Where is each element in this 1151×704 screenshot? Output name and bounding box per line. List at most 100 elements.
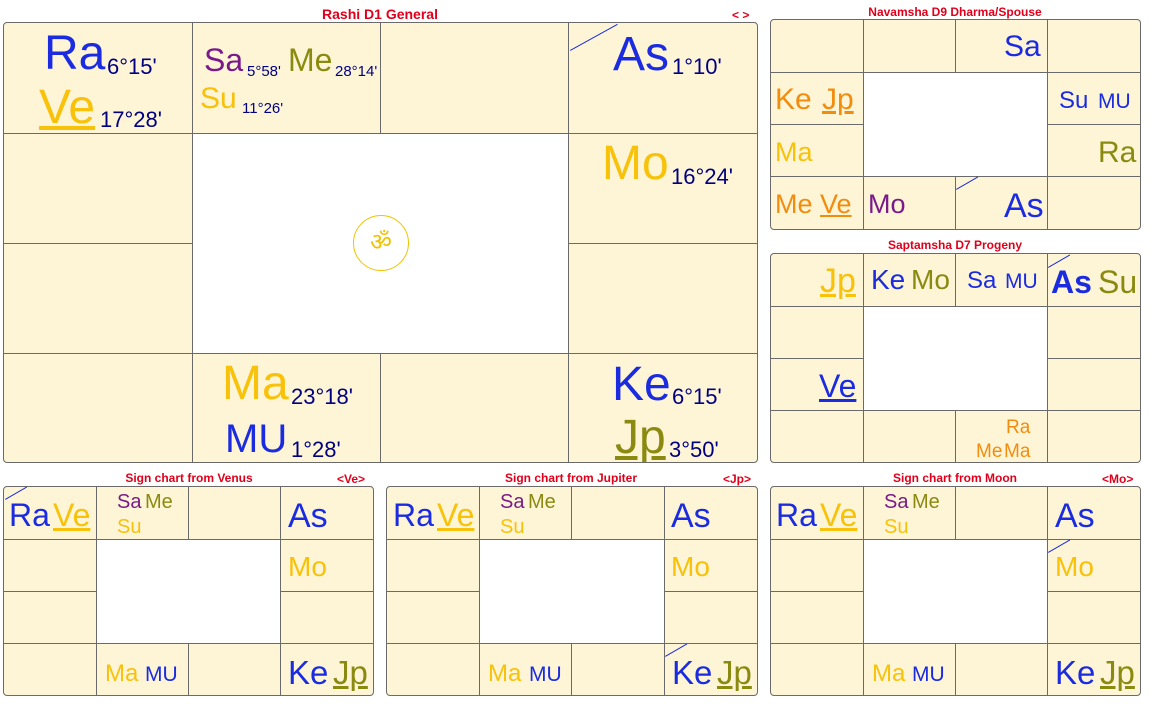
d7-ketu: Ke: [871, 264, 906, 295]
venus-chart-title: Sign chart from Venus: [125, 471, 253, 485]
d1-house-leo[interactable]: [568, 243, 757, 353]
jupiter-chart-mars: Ma: [488, 660, 522, 687]
d7-venus: Ve: [819, 368, 857, 404]
saturn-degree: 5°58': [247, 63, 281, 80]
planet-ascendant: As: [613, 28, 670, 81]
venus-chart-moon: Mo: [288, 551, 327, 582]
jupiter-chart-ketu: Ke: [672, 654, 713, 691]
moon-chart-mandi: MU: [912, 663, 945, 686]
planet-venus: Ve: [39, 81, 96, 134]
d9-rahu: Ra: [1098, 136, 1137, 169]
d1-house-pisces[interactable]: Ra 6°15' Ve 17°28': [4, 23, 192, 133]
jupiter-chart-venus: Ve: [437, 497, 475, 533]
d1-chart-nav-arrows[interactable]: < >: [732, 8, 750, 22]
d9-center-area: [864, 73, 1047, 176]
ketu-degree: 6°15': [672, 384, 722, 409]
moon-chart-saturn: Sa: [884, 491, 909, 513]
d1-rashi-chart[interactable]: ॐ Ra 6°15' Ve 17°28' Sa 5°58' Me 28°14' …: [3, 22, 758, 463]
d1-house-capricorn[interactable]: [4, 243, 192, 353]
d1-chart-title: Rashi D1 General: [322, 6, 438, 22]
d9-chart-title: Navamsha D9 Dharma/Spouse: [868, 5, 1042, 19]
d1-house-gemini[interactable]: As 1°10': [568, 23, 757, 133]
moon-center-area: [864, 540, 1047, 643]
venus-chart-ketu: Ke: [288, 654, 329, 691]
mandi-degree: 1°28': [291, 437, 341, 462]
d9-venus: Ve: [820, 189, 852, 219]
jupiter-chart-rahu: Ra: [393, 497, 434, 533]
rahu-degree: 6°15': [107, 54, 157, 79]
jupiter-chart-mercury: Me: [528, 491, 556, 513]
jupiter-chart-moon: Mo: [671, 551, 710, 582]
d7-saptamsha-chart[interactable]: Jp Ke Mo Sa MU As Su Ve Ra Me Ma: [770, 253, 1141, 463]
d9-navamsha-chart[interactable]: Sa Ke Jp Su MU Ma Ra Me Ve Mo As: [770, 19, 1141, 230]
d1-house-scorpio[interactable]: Ma 23°18' MU 1°28': [192, 353, 380, 462]
jupiter-degree: 3°50': [669, 437, 719, 462]
venus-chart-rahu: Ra: [9, 497, 50, 533]
venus-chart-saturn: Sa: [117, 491, 142, 513]
d7-mercury: Me: [976, 441, 1003, 462]
jupiter-chart-mandi: MU: [529, 663, 562, 686]
d9-moon: Mo: [868, 189, 906, 219]
moon-chart-nav[interactable]: <Mo>: [1102, 472, 1134, 486]
venus-center-area: [97, 540, 280, 643]
jupiter-chart-nav[interactable]: <Jp>: [723, 472, 752, 486]
jupiter-chart-ascendant: As: [671, 497, 711, 535]
d7-chart-title: Saptamsha D7 Progeny: [887, 238, 1023, 252]
moon-chart-mars: Ma: [872, 660, 906, 687]
d7-moon: Mo: [911, 264, 950, 295]
jupiter-chart-title: Sign chart from Jupiter: [504, 471, 638, 485]
planet-ketu: Ke: [612, 358, 671, 411]
venus-chart-mercury: Me: [145, 491, 173, 513]
d9-ketu: Ke: [775, 83, 812, 116]
planet-rahu: Ra: [44, 27, 106, 80]
planet-jupiter: Jp: [615, 411, 666, 463]
jupiter-chart-jupiter: Jp: [717, 654, 752, 691]
venus-chart-venus: Ve: [53, 497, 91, 533]
moon-chart-mercury: Me: [912, 491, 940, 513]
venus-chart-jupiter: Jp: [333, 654, 368, 691]
planet-mandi: MU: [225, 417, 288, 461]
d1-house-libra[interactable]: [380, 353, 568, 462]
jupiter-chart-sun: Su: [500, 516, 525, 538]
moon-chart-jupiter: Jp: [1100, 654, 1135, 691]
ascendant-degree: 1°10': [672, 54, 722, 79]
venus-chart-ascendant: As: [288, 497, 328, 535]
d1-house-virgo[interactable]: Ke 6°15' Jp 3°50': [568, 353, 757, 462]
sign-chart-venus[interactable]: Ra Ve Sa Me Su As Mo Ma MU Ke Jp: [3, 486, 374, 696]
venus-chart-mars: Ma: [105, 660, 139, 687]
d1-house-taurus[interactable]: [380, 23, 568, 133]
moon-chart-ascendant: As: [1055, 497, 1095, 535]
d7-sun: Su: [1098, 264, 1138, 300]
d1-house-aquarius[interactable]: [4, 133, 192, 243]
sign-chart-jupiter[interactable]: Ra Ve Sa Me Su As Mo Ma MU Ke Jp: [386, 486, 758, 696]
moon-chart-moon: Mo: [1055, 551, 1094, 582]
sign-chart-moon[interactable]: Ra Ve Sa Me Su As Mo Ma MU Ke Jp: [770, 486, 1141, 696]
planet-moon: Mo: [602, 137, 669, 190]
moon-degree: 16°24': [671, 164, 733, 189]
om-symbol-icon: ॐ: [353, 215, 409, 271]
d9-mandi: MU: [1098, 90, 1131, 113]
d7-mars: Ma: [1004, 441, 1031, 462]
ascendant-marker-line: [956, 176, 979, 190]
moon-chart-sun: Su: [884, 516, 909, 538]
d7-mandi: MU: [1005, 270, 1038, 293]
d1-house-cancer[interactable]: Mo 16°24': [568, 133, 757, 243]
mercury-degree: 28°14': [335, 63, 378, 80]
sun-degree: 11°26': [242, 100, 284, 117]
venus-degree: 17°28': [100, 107, 162, 132]
d1-house-sagittarius[interactable]: [4, 353, 192, 462]
d1-house-aries[interactable]: Sa 5°58' Me 28°14' Su 11°26': [192, 23, 380, 133]
d9-sun: Su: [1059, 87, 1089, 114]
jupiter-center-area: [480, 540, 664, 643]
venus-chart-nav[interactable]: <Ve>: [337, 472, 366, 486]
d7-ascendant: As: [1051, 264, 1092, 300]
venus-chart-mandi: MU: [145, 663, 178, 686]
d9-ascendant: As: [1004, 187, 1044, 225]
planet-mercury: Me: [288, 42, 333, 78]
moon-chart-venus: Ve: [820, 497, 858, 533]
moon-chart-title: Sign chart from Moon: [893, 471, 1017, 485]
moon-chart-rahu: Ra: [776, 497, 817, 533]
d9-saturn: Sa: [1004, 30, 1041, 63]
d9-mars: Ma: [775, 137, 813, 167]
planet-mars: Ma: [222, 357, 289, 410]
